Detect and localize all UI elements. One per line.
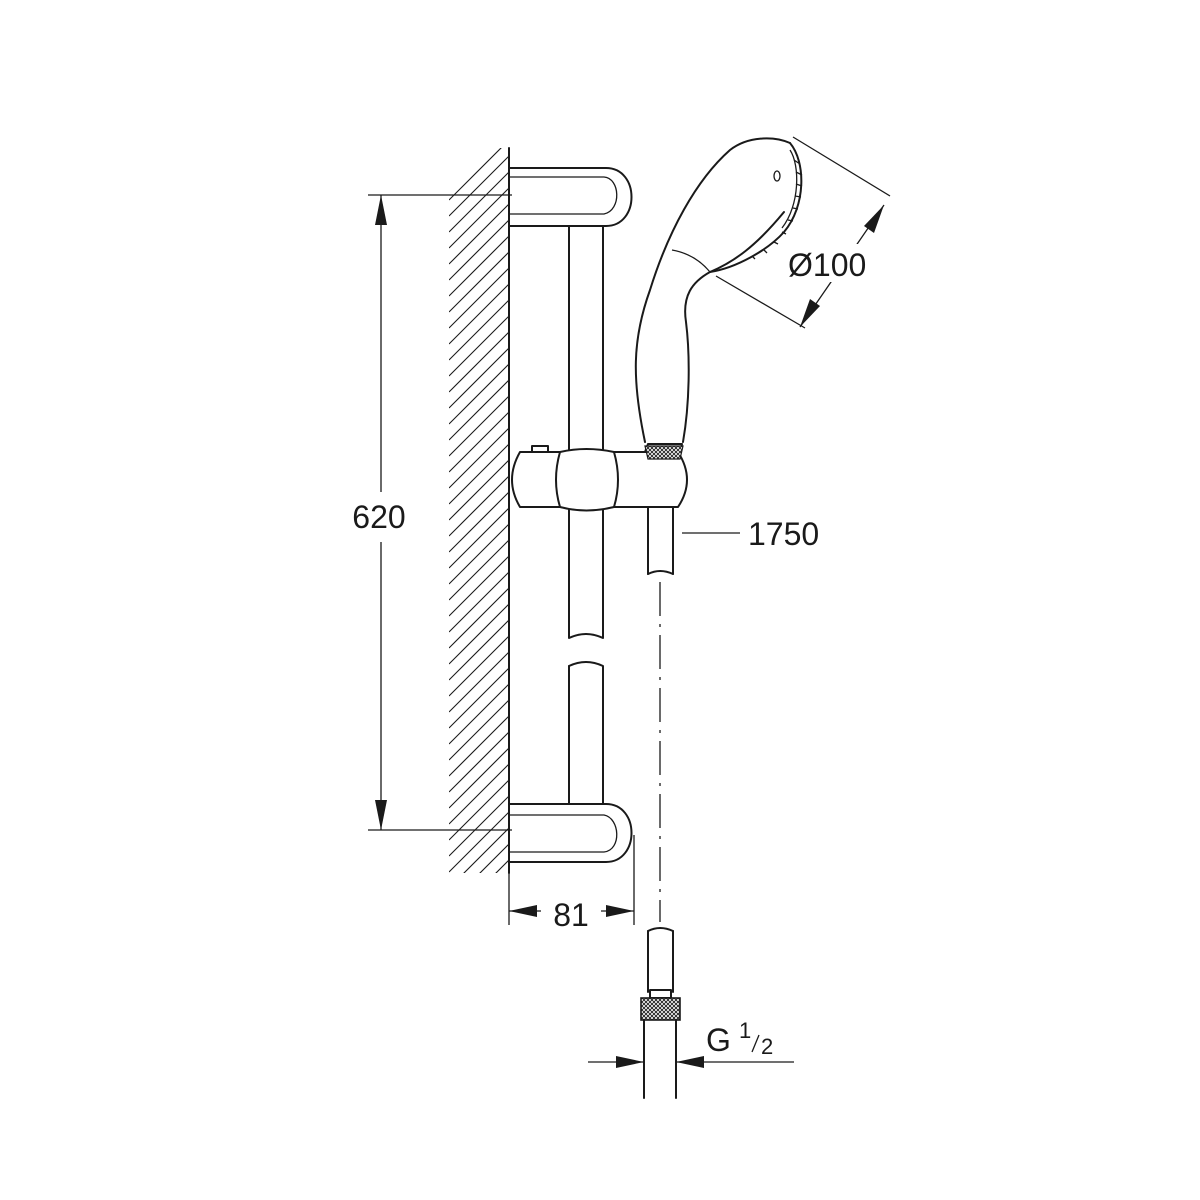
dimension-head-diameter-label-bg <box>786 244 890 282</box>
hatch-line <box>449 779 509 841</box>
hatch-line <box>449 475 509 537</box>
hatch-line <box>449 235 509 297</box>
hatch-line <box>449 940 509 1000</box>
hatch-line <box>449 148 502 201</box>
hatch-line <box>449 876 509 936</box>
bottom-bracket <box>508 803 633 863</box>
hatch-line <box>449 331 509 393</box>
hatch-line <box>449 571 509 633</box>
dimension-height-label: 620 <box>352 499 405 535</box>
hatch-line <box>479 843 509 873</box>
dimension-hose-length-label: 1750 <box>748 516 819 552</box>
dimension-thread-denominator: 2 <box>761 1034 773 1059</box>
hatch-line <box>449 539 509 601</box>
hatch-line <box>449 363 509 425</box>
hatch-line <box>449 219 509 281</box>
hatch-line <box>449 187 509 249</box>
hatch-line <box>449 763 509 825</box>
hatch-line <box>449 299 509 361</box>
hatch-line <box>449 155 509 217</box>
hatch-line <box>449 379 509 441</box>
hand-shower <box>634 137 803 443</box>
wall-hatching <box>449 148 509 1000</box>
hatch-line <box>449 251 509 313</box>
hatch-line <box>449 555 509 617</box>
hatch-line <box>449 619 509 681</box>
dimension-head-diameter: Ø100 <box>715 136 891 329</box>
dimension-height-label-bg <box>340 492 420 542</box>
hose <box>640 506 681 1099</box>
dimension-thread: G 1 2 <box>588 1018 794 1068</box>
dimension-thread-numerator: 1 <box>739 1018 751 1043</box>
hatch-line <box>449 731 509 793</box>
hatch-line <box>449 283 509 345</box>
hatch-line <box>449 795 509 857</box>
top-bracket <box>508 167 633 227</box>
hatch-line <box>449 507 509 569</box>
dimension-thread-fraction-bar <box>751 1034 760 1053</box>
dimension-head-diameter-label: Ø100 <box>788 247 866 283</box>
hatch-line <box>449 443 509 505</box>
hatch-line <box>449 811 509 873</box>
dimension-thread-prefix: G <box>706 1022 731 1058</box>
hatch-line <box>449 651 509 713</box>
hatch-line <box>449 203 509 265</box>
hatch-line <box>449 427 509 489</box>
dimension-projection-label: 81 <box>553 897 589 933</box>
dimension-projection: 81 <box>508 835 635 933</box>
dimension-projection-label-bg <box>541 893 601 931</box>
hatch-line <box>449 715 509 777</box>
hatch-line <box>449 699 509 761</box>
hatch-line <box>449 411 509 473</box>
slider-holder <box>511 443 688 512</box>
hatch-line <box>449 459 509 521</box>
hatch-line <box>449 395 509 457</box>
hatch-line <box>449 171 509 233</box>
hatch-line <box>449 667 509 729</box>
hatch-line <box>449 924 509 984</box>
dimension-height: 620 <box>340 194 512 831</box>
hatch-line <box>449 347 509 409</box>
dimension-hose-length: 1750 <box>682 516 819 552</box>
hatch-line <box>449 747 509 809</box>
wall <box>449 147 510 1000</box>
hatch-line <box>449 315 509 377</box>
hatch-line <box>449 603 509 665</box>
hatch-line <box>449 587 509 649</box>
hatch-line <box>449 267 509 329</box>
rail <box>568 225 604 805</box>
hatch-line <box>449 491 509 553</box>
hatch-line <box>463 827 509 873</box>
hatch-line <box>495 859 509 873</box>
hatch-line <box>449 523 509 585</box>
hatch-line <box>449 892 509 952</box>
hatch-line <box>449 635 509 697</box>
hatch-line <box>449 683 509 745</box>
hatch-line <box>449 908 509 968</box>
